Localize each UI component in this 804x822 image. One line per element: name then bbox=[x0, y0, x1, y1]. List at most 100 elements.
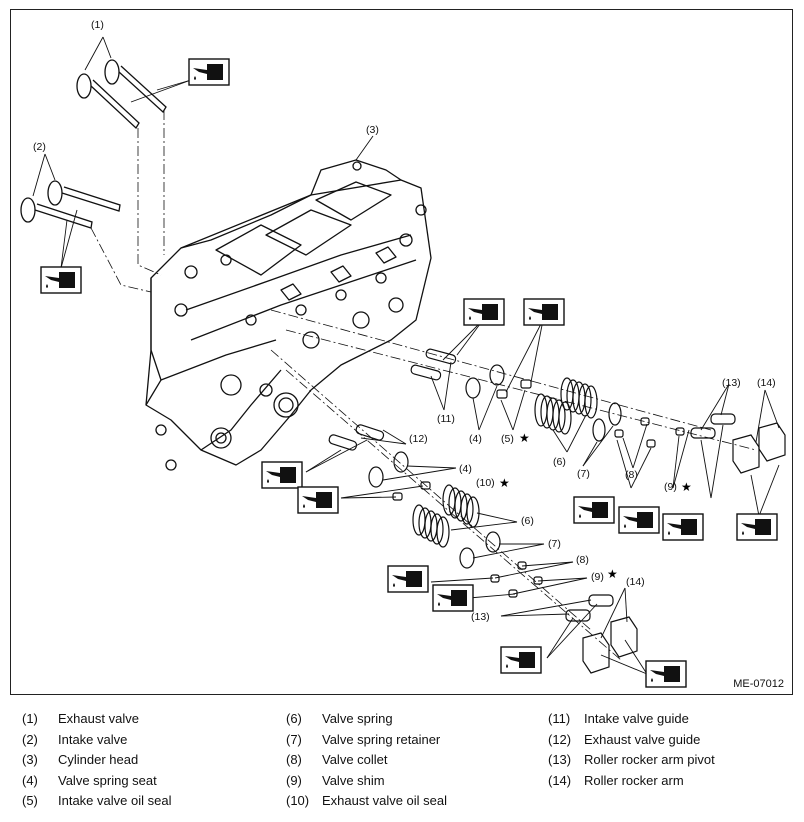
legend-label: Cylinder head bbox=[58, 752, 139, 768]
engine-oil-can-icon bbox=[736, 513, 778, 541]
callout-labels: (1) (2) (3) (11) (4) (5) ★ (6) (7) (8) (… bbox=[33, 19, 776, 623]
callout-4-exhaust: (4) bbox=[459, 463, 472, 475]
legend-item: (3) Cylinder head bbox=[22, 752, 272, 773]
engine-oil-can-icon bbox=[40, 266, 82, 294]
callout-10-star: ★ bbox=[499, 476, 510, 490]
callout-9-exhaust: (9) bbox=[591, 571, 604, 583]
engine-oil-can-icon bbox=[297, 486, 339, 514]
valve-spring-exhaust-a bbox=[412, 504, 450, 548]
legend-label: Valve spring bbox=[322, 711, 393, 726]
callout-3: (3) bbox=[366, 124, 379, 136]
cylinder-head-body bbox=[145, 159, 432, 471]
legend-item: (13) Roller rocker arm pivot bbox=[548, 752, 798, 773]
legend-number: (12) bbox=[548, 731, 572, 747]
valve-spring-intake-a bbox=[534, 393, 572, 435]
callout-6-exhaust: (6) bbox=[521, 515, 534, 527]
figure-code: ME-07012 bbox=[733, 678, 784, 690]
engine-oil-can-icon bbox=[432, 584, 474, 612]
callout-7-exhaust: (7) bbox=[548, 538, 561, 550]
callout-1: (1) bbox=[91, 19, 104, 31]
engine-oil-can-icon bbox=[645, 660, 687, 688]
legend-item: (10) Exhaust valve oil seal bbox=[286, 793, 536, 814]
legend-number: (10) bbox=[286, 793, 310, 809]
legend-label: Valve spring seat bbox=[58, 772, 157, 788]
callout-14-intake: (14) bbox=[757, 377, 776, 389]
callout-9-exhaust-star: ★ bbox=[607, 567, 618, 581]
legend-number: (8) bbox=[286, 752, 302, 768]
callout-7-intake: (7) bbox=[577, 468, 590, 480]
legend-number: (2) bbox=[22, 731, 38, 747]
legend-item: (1) Exhaust valve bbox=[22, 711, 272, 732]
legend-column-1: (1) Exhaust valve (2) Intake valve (3) Cyli… bbox=[22, 711, 272, 814]
legend-number: (1) bbox=[22, 711, 38, 726]
callout-13-exhaust: (13) bbox=[471, 611, 490, 623]
intake-side-components bbox=[410, 348, 786, 474]
legend-label: Valve collet bbox=[322, 752, 388, 768]
legend-item: (9) Valve shim bbox=[286, 773, 536, 794]
legend-item: (14) Roller rocker arm bbox=[548, 773, 798, 794]
leader-lines bbox=[32, 36, 780, 675]
legend-number: (4) bbox=[22, 772, 38, 788]
callout-12: (12) bbox=[409, 433, 428, 445]
legend-label: Intake valve bbox=[58, 731, 128, 747]
engine-oil-can-icon bbox=[188, 58, 230, 86]
exhaust-side-components bbox=[328, 424, 638, 674]
callout-6-intake: (6) bbox=[553, 456, 566, 468]
legend-label: Exhaust valve oil seal bbox=[322, 793, 448, 809]
legend-item: (5) Intake valve oil seal bbox=[22, 793, 272, 814]
callout-14-exhaust: (14) bbox=[626, 576, 645, 588]
legend-number: (11) bbox=[548, 711, 571, 726]
parts-legend: (1) Exhaust valve (2) Intake valve (3) Cyli… bbox=[0, 705, 804, 820]
legend-number: (7) bbox=[286, 731, 302, 747]
callout-5-star: ★ bbox=[519, 431, 530, 445]
engine-oil-can-icon bbox=[573, 496, 615, 524]
exploded-view-figure: (1) (2) (3) (11) (4) (5) ★ (6) (7) (8) (… bbox=[10, 9, 793, 695]
legend-label: Intake valve guide bbox=[584, 711, 689, 726]
legend-column-3: (11) Intake valve guide (12) Exhaust valve… bbox=[548, 711, 798, 793]
exhaust-valves bbox=[76, 59, 167, 130]
callout-11: (11) bbox=[437, 413, 455, 425]
legend-label: Valve shim bbox=[322, 772, 385, 788]
cylinder-head-exploded-drawing: (1) (2) (3) (11) (4) (5) ★ (6) (7) (8) (… bbox=[20, 19, 786, 688]
callout-13-intake: (13) bbox=[722, 377, 741, 389]
legend-item: (6) Valve spring bbox=[286, 711, 536, 732]
callout-9-star: ★ bbox=[681, 480, 692, 494]
legend-number: (3) bbox=[22, 752, 38, 768]
legend-item: (4) Valve spring seat bbox=[22, 773, 272, 794]
legend-label: Roller rocker arm bbox=[584, 772, 684, 788]
legend-item: (7) Valve spring retainer bbox=[286, 732, 536, 753]
callout-10: (10) bbox=[476, 477, 495, 489]
legend-number: (6) bbox=[286, 711, 302, 726]
callout-4-intake: (4) bbox=[469, 433, 482, 445]
assembly-axis-lines bbox=[90, 110, 757, 661]
callout-5: (5) bbox=[501, 433, 514, 445]
legend-number: (13) bbox=[548, 752, 572, 768]
callout-8-intake: (8) bbox=[625, 469, 638, 481]
engine-oil-can-icon bbox=[523, 298, 565, 326]
legend-item: (2) Intake valve bbox=[22, 732, 272, 753]
legend-item: (12) Exhaust valve guide bbox=[548, 732, 798, 753]
engine-oil-can-icon bbox=[387, 565, 429, 593]
legend-number: (9) bbox=[286, 772, 302, 788]
legend-label: Exhaust valve guide bbox=[584, 731, 701, 747]
engine-oil-can-icon bbox=[662, 513, 704, 541]
intake-valves bbox=[20, 180, 121, 229]
engine-oil-can-icon bbox=[261, 461, 303, 489]
legend-label: Valve spring retainer bbox=[322, 731, 441, 747]
engine-oil-can-icon bbox=[500, 646, 542, 674]
legend-label: Intake valve oil seal bbox=[58, 793, 172, 809]
legend-number: (14) bbox=[548, 772, 572, 788]
callout-8-exhaust: (8) bbox=[576, 554, 589, 566]
legend-column-2: (6) Valve spring (7) Valve spring retainer… bbox=[286, 711, 536, 814]
legend-item: (11) Intake valve guide bbox=[548, 711, 798, 732]
legend-item: (8) Valve collet bbox=[286, 752, 536, 773]
engine-oil-can-icon bbox=[463, 298, 505, 326]
engine-oil-can-icon bbox=[618, 506, 660, 534]
legend-number: (5) bbox=[22, 793, 38, 809]
legend-label: Roller rocker arm pivot bbox=[584, 752, 715, 768]
valve-spring-intake-b bbox=[560, 377, 598, 419]
valve-spring-exhaust-b bbox=[442, 484, 480, 528]
callout-9-intake: (9) bbox=[664, 481, 677, 493]
callout-2: (2) bbox=[33, 141, 46, 153]
legend-label: Exhaust valve bbox=[58, 711, 139, 726]
